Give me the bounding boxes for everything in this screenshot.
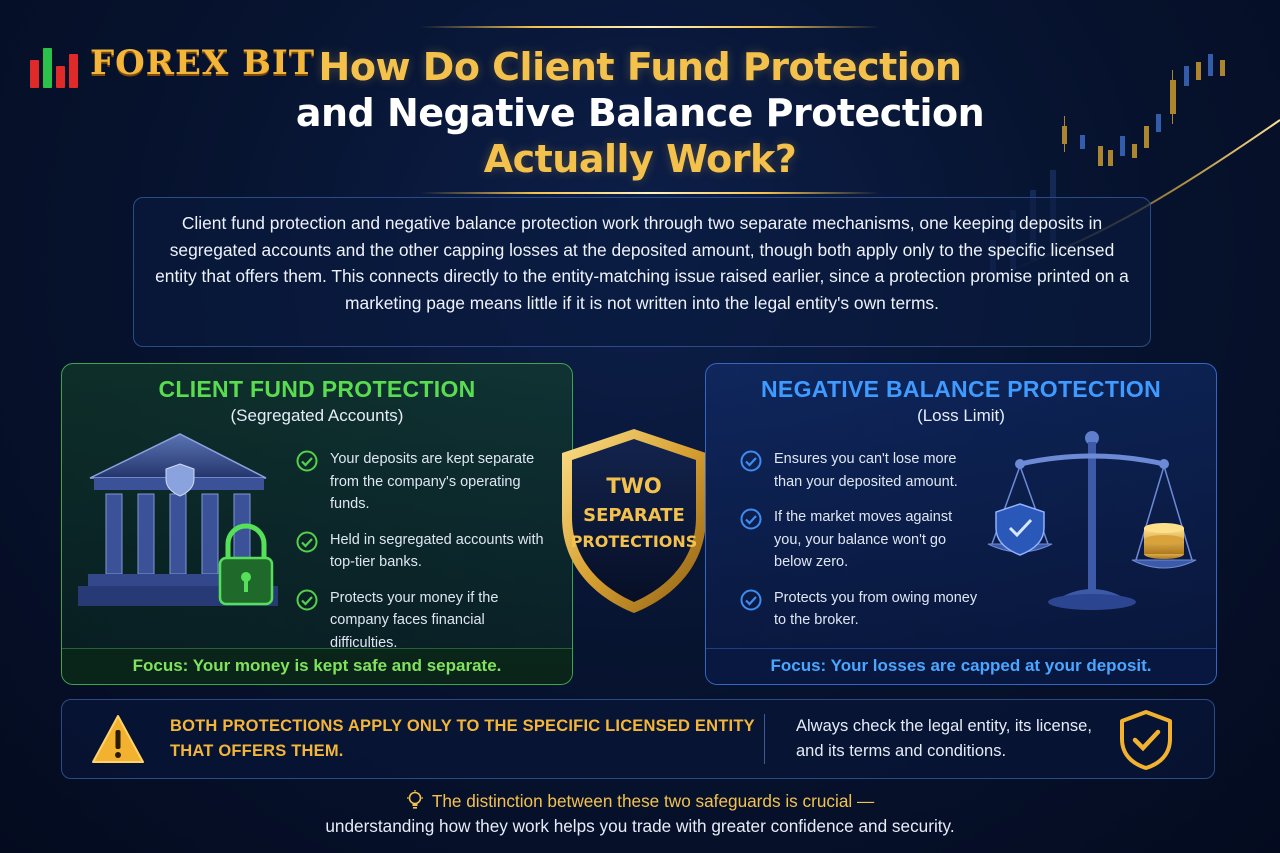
warning-text: BOTH PROTECTIONS APPLY ONLY TO THE SPECI…: [170, 717, 755, 760]
check-circle-icon: [740, 589, 762, 610]
footer-line-2: understanding how they work helps you tr…: [325, 816, 955, 836]
shield-badge-icon: TWO SEPARATE PROTECTIONS: [562, 429, 706, 613]
client-fund-focus: Focus: Your money is kept safe and separ…: [62, 648, 572, 684]
client-fund-title: CLIENT FUND PROTECTION: [158, 376, 476, 402]
brand-logo: FOREX BIT: [30, 38, 315, 88]
bank-building-icon: [78, 433, 278, 606]
check-circle-icon: [296, 531, 318, 552]
warning-triangle-icon: [92, 715, 144, 763]
bullet-text: Your deposits are kept separate from the…: [330, 451, 535, 512]
title-line-2: and Negative Balance Protection: [295, 91, 985, 135]
shield-check-icon: [1120, 710, 1172, 770]
bullet-text: Ensures you can't lose more than your de…: [774, 451, 958, 490]
check-circle-icon: [296, 589, 318, 610]
candlestick-bars-icon: [30, 38, 78, 88]
center-badge-line-1: TWO: [606, 474, 661, 498]
warning-note: Always check the legal entity, its licen…: [796, 717, 1092, 760]
list-item: Protects your money if the company faces…: [296, 587, 556, 655]
list-item: Ensures you can't lose more than your de…: [740, 448, 980, 493]
client-fund-protection-card: CLIENT FUND PROTECTION (Segregated Accou…: [61, 363, 573, 685]
negative-balance-title: NEGATIVE BALANCE PROTECTION: [761, 376, 1161, 402]
check-circle-icon: [740, 508, 762, 530]
bullet-text: If the market moves against you, your ba…: [774, 509, 953, 570]
warning-box: BOTH PROTECTIONS APPLY ONLY TO THE SPECI…: [61, 699, 1215, 779]
check-circle-icon: [296, 450, 318, 472]
negative-balance-protection-card: NEGATIVE BALANCE PROTECTION (Loss Limit)…: [705, 363, 1217, 685]
negative-balance-subtitle: (Loss Limit): [917, 406, 1005, 425]
list-item: Your deposits are kept separate from the…: [296, 448, 556, 516]
title-line-3: Actually Work?: [483, 137, 797, 181]
footer: The distinction between these two safegu…: [0, 789, 1280, 839]
center-badge-line-3: PROTECTIONS: [571, 532, 698, 551]
client-fund-bullets: Your deposits are kept separate from the…: [296, 448, 556, 667]
warning-divider: [764, 714, 765, 764]
title-bottom-rule: [420, 192, 880, 194]
intro-text: Client fund protection and negative bala…: [155, 213, 1129, 313]
negative-balance-focus: Focus: Your losses are capped at your de…: [706, 648, 1216, 684]
brand-name: FOREX BIT: [90, 43, 316, 83]
check-circle-icon: [740, 450, 762, 472]
list-item: Protects you from owing money to the bro…: [740, 587, 980, 632]
client-fund-subtitle: (Segregated Accounts): [230, 406, 404, 425]
title-top-rule: [420, 26, 880, 28]
negative-balance-bullets: Ensures you can't lose more than your de…: [740, 448, 980, 645]
bullet-text: Protects your money if the company faces…: [330, 589, 499, 651]
center-badge-line-2: SEPARATE: [583, 505, 685, 526]
padlock-icon: [218, 523, 274, 606]
lightbulb-icon: [406, 790, 423, 809]
bullet-text: Protects you from owing money to the bro…: [774, 589, 978, 629]
title-line-1: How Do Client Fund Protection: [318, 45, 962, 89]
page-title: How Do Client Fund Protection and Negati…: [0, 44, 1280, 182]
bullet-text: Held in segregated accounts with top-tie…: [330, 531, 544, 571]
list-item: Held in segregated accounts with top-tie…: [296, 529, 556, 574]
footer-line-1: The distinction between these two safegu…: [431, 791, 875, 811]
intro-box: Client fund protection and negative bala…: [133, 197, 1151, 347]
shield-check-icon: [995, 503, 1045, 556]
balance-scale-icon: [987, 431, 1197, 610]
list-item: If the market moves against you, your ba…: [740, 506, 980, 574]
